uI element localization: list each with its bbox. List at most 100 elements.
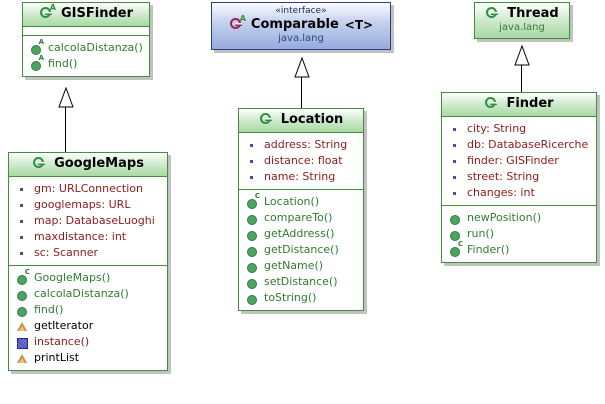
- class-box-finder[interactable]: Finder city: String db: DatabaseRicerche…: [441, 92, 597, 263]
- method-icon: [448, 227, 462, 241]
- member-row[interactable]: sc: Scanner: [15, 245, 163, 261]
- class-header-googlemaps: GoogleMaps: [9, 153, 167, 177]
- member-row[interactable]: googlemaps: URL: [15, 197, 163, 213]
- interface-abstract-icon: A: [229, 15, 246, 33]
- method-abstract-icon: A: [29, 54, 44, 71]
- member-label: getAddress(): [264, 227, 335, 240]
- field-icon: [245, 170, 259, 184]
- member-label: find(): [34, 303, 64, 316]
- member-label: address: String: [264, 138, 348, 151]
- member-label: maxdistance: int: [34, 230, 127, 243]
- member-row[interactable]: finder: GISFinder: [448, 153, 592, 169]
- member-label: find(): [48, 57, 78, 70]
- method-icon: [245, 227, 259, 241]
- member-row[interactable]: find(): [15, 302, 163, 318]
- abstract-marker: A: [38, 38, 44, 46]
- field-icon: [15, 230, 29, 244]
- fields-compartment-finder: city: String db: DatabaseRicerche finder…: [442, 117, 596, 206]
- class-abstract-icon: A: [39, 4, 56, 22]
- member-row[interactable]: newPosition(): [448, 210, 592, 226]
- constructor-marker: C: [254, 192, 260, 200]
- member-row[interactable]: map: DatabaseLuoghi: [15, 213, 163, 229]
- class-icon: [259, 112, 275, 128]
- member-row[interactable]: getIterator: [15, 318, 163, 334]
- member-row[interactable]: getDistance(): [245, 242, 359, 258]
- interface-box-comparable[interactable]: «interface» A Comparable <T> java.lang: [211, 2, 391, 50]
- member-label: setDistance(): [264, 275, 338, 288]
- class-box-gisfinder[interactable]: A GISFinder A calcolaDistanza() A find(): [22, 2, 150, 77]
- class-header-location: Location: [239, 109, 363, 133]
- member-row[interactable]: toString(): [245, 290, 359, 306]
- member-label: newPosition(): [467, 211, 542, 224]
- member-label: map: DatabaseLuoghi: [34, 214, 155, 227]
- package-label: java.lang: [499, 22, 545, 33]
- constructor-icon: C: [245, 192, 260, 209]
- generalization-arrow-googlemaps-gisfinder: [57, 87, 75, 109]
- member-label: street: String: [467, 170, 540, 183]
- stereotype-label: «interface»: [275, 6, 327, 16]
- member-row[interactable]: setDistance(): [245, 274, 359, 290]
- field-icon: [245, 154, 259, 168]
- member-row[interactable]: street: String: [448, 169, 592, 185]
- methods-compartment-gisfinder: A calcolaDistanza() A find(): [23, 36, 149, 76]
- member-label: getName(): [264, 259, 324, 272]
- class-name-googlemaps: GoogleMaps: [54, 156, 144, 171]
- member-row[interactable]: city: String: [448, 121, 592, 137]
- member-row[interactable]: calcolaDistanza(): [15, 286, 163, 302]
- member-label: calcolaDistanza(): [34, 287, 129, 300]
- field-icon: [448, 122, 462, 136]
- member-label: gm: URLConnection: [34, 182, 143, 195]
- constructor-icon: C: [448, 241, 463, 257]
- class-icon: [32, 156, 48, 172]
- abstract-marker: A: [38, 54, 44, 62]
- member-row[interactable]: instance(): [15, 334, 163, 350]
- member-row[interactable]: name: String: [245, 169, 359, 185]
- constructor-icon: C: [15, 268, 30, 285]
- generalization-line-finder-thread: [521, 65, 522, 93]
- member-row[interactable]: changes: int: [448, 185, 592, 201]
- constructor-marker: C: [24, 268, 30, 276]
- field-icon: [15, 246, 29, 260]
- method-icon: [245, 211, 259, 225]
- class-name-gisfinder: GISFinder: [61, 6, 133, 21]
- member-row[interactable]: db: DatabaseRicerche: [448, 137, 592, 153]
- class-box-thread[interactable]: Thread java.lang: [474, 2, 570, 39]
- member-row[interactable]: address: String: [245, 137, 359, 153]
- class-name-finder: Finder: [506, 96, 554, 111]
- interface-header-comparable: «interface» A Comparable <T> java.lang: [212, 3, 390, 49]
- member-row[interactable]: A find(): [29, 54, 145, 72]
- method-abstract-icon: A: [29, 38, 44, 55]
- member-label: db: DatabaseRicerche: [467, 138, 589, 151]
- member-label: changes: int: [467, 186, 535, 199]
- member-row[interactable]: run(): [448, 226, 592, 242]
- method-icon: [448, 211, 462, 225]
- member-label: finder: GISFinder: [467, 154, 559, 167]
- member-row[interactable]: C Location(): [245, 192, 359, 210]
- package-label: java.lang: [278, 33, 324, 44]
- fields-compartment-location: address: String distance: float name: St…: [239, 133, 363, 190]
- member-label: compareTo(): [264, 211, 333, 224]
- member-row[interactable]: C Finder(): [448, 241, 592, 258]
- member-row[interactable]: printList: [15, 350, 163, 366]
- member-label: instance(): [34, 335, 90, 348]
- class-box-location[interactable]: Location address: String distance: float…: [238, 108, 364, 311]
- member-row[interactable]: gm: URLConnection: [15, 181, 163, 197]
- member-label: calcolaDistanza(): [48, 41, 143, 54]
- member-label: GoogleMaps(): [34, 271, 111, 284]
- class-box-googlemaps[interactable]: GoogleMaps gm: URLConnection googlemaps:…: [8, 152, 168, 371]
- member-label: getDistance(): [264, 243, 339, 256]
- member-row[interactable]: compareTo(): [245, 210, 359, 226]
- member-row[interactable]: A calcolaDistanza(): [29, 38, 145, 56]
- member-row[interactable]: getAddress(): [245, 226, 359, 242]
- method-icon: [245, 275, 259, 289]
- generalization-arrow-location-comparable: [293, 57, 311, 79]
- member-row[interactable]: getName(): [245, 258, 359, 274]
- member-label: googlemaps: URL: [34, 198, 131, 211]
- member-label: toString(): [264, 291, 317, 304]
- method-icon: [15, 303, 29, 317]
- generic-parameter: <T>: [344, 18, 374, 32]
- member-label: getIterator: [34, 319, 94, 332]
- member-row[interactable]: C GoogleMaps(): [15, 268, 163, 286]
- member-row[interactable]: maxdistance: int: [15, 229, 163, 245]
- member-row[interactable]: distance: float: [245, 153, 359, 169]
